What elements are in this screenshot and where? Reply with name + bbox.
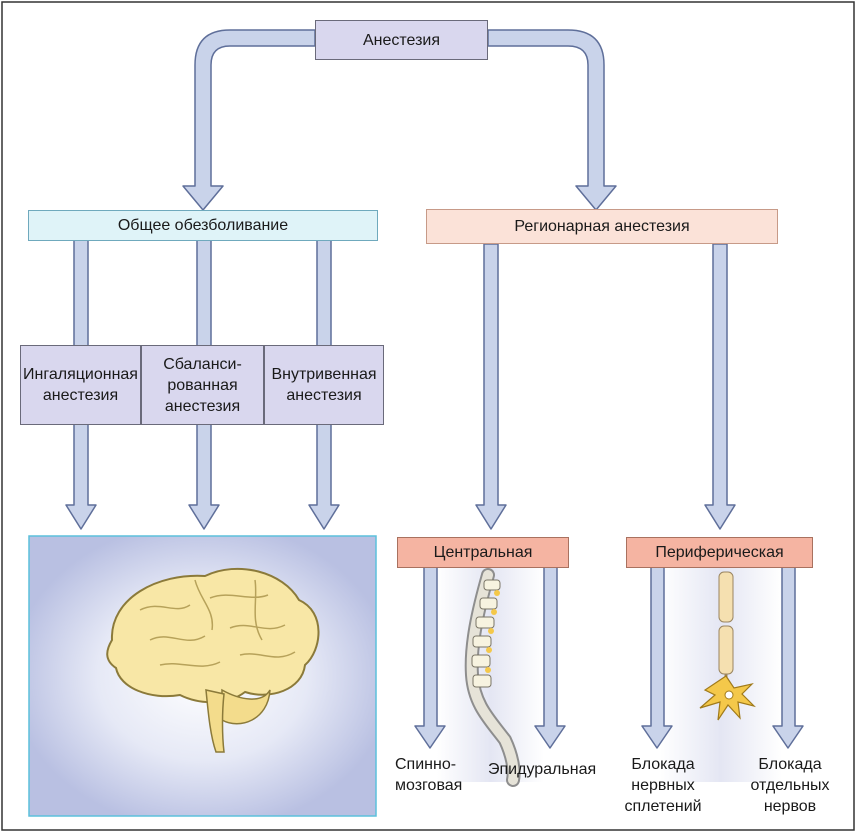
balanced-anesthesia-label: Сбаланси- рованная анестезия [163,355,242,415]
regional-anesthesia-box[interactable]: Регионарная анестезия [426,209,778,244]
peripheral-box[interactable]: Периферическая [626,537,813,568]
peripheral-label: Периферическая [655,544,784,561]
central-box[interactable]: Центральная [397,537,569,568]
peripheral-arrows [641,566,804,749]
brain-illustration [106,567,320,753]
inhalation-anesthesia-label: Ингаляционная анестезия [23,366,138,404]
plexus-block-label: Блокада нервных сплетений [624,756,702,815]
central-label: Центральная [433,544,533,561]
general-anesthesia-label: Общее обезболивание [117,217,289,234]
intravenous-anesthesia-box[interactable]: Внутривенная анестезия [264,345,384,425]
central-arrows [414,566,566,749]
regional-anesthesia-label: Регионарная анестезия [514,218,690,235]
root-label: Анестезия [362,31,441,49]
inhalation-anesthesia-box[interactable]: Ингаляционная анестезия [20,345,141,425]
general-anesthesia-box[interactable]: Общее обезболивание [28,210,378,241]
brain-panel [28,535,377,817]
spinal-label: Спинно- мозговая [395,756,463,794]
root-box[interactable]: Анестезия [315,20,488,60]
balanced-anesthesia-box[interactable]: Сбаланси- рованная анестезия [141,345,264,425]
root-to-regional-arrow [487,29,617,211]
spine-illustration [464,568,521,787]
nerve-block-label: Блокада отдельных нервов [750,756,830,815]
nerve-illustration [699,571,756,721]
regional-branch-arrows [475,243,736,530]
root-to-general-arrow [182,29,316,211]
intravenous-anesthesia-label: Внутривенная анестезия [271,366,377,404]
epidural-label: Эпидуральная [488,761,597,778]
